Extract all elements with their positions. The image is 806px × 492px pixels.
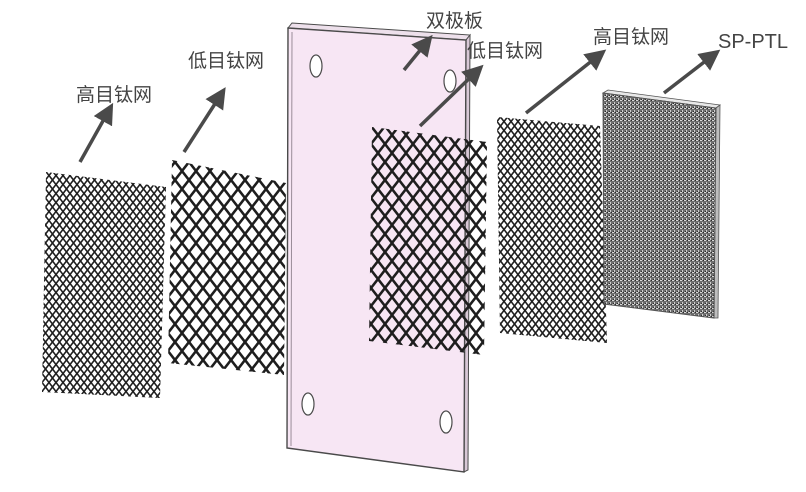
high-mesh-right: [497, 117, 607, 343]
label-high-mesh-left: 高目钛网: [76, 84, 153, 106]
high-mesh-left: [42, 172, 166, 398]
label-sp-ptl: SP-PTL: [718, 31, 789, 53]
label-low-mesh-right: 低目钛网: [467, 40, 544, 62]
arrow-high-mesh-right: [524, 49, 607, 115]
label-low-mesh-left: 低目钛网: [188, 50, 265, 72]
label-high-mesh-right: 高目钛网: [593, 26, 670, 48]
plate-hole-bottom-right: [439, 410, 453, 434]
arrow-high-mesh-left: [78, 102, 114, 163]
plate-hole-top-right: [443, 69, 457, 93]
label-bipolar-plate: 双极板: [426, 10, 484, 32]
arrow-bipolar-plate: [402, 34, 433, 72]
sp-ptl-layer: [601, 89, 722, 319]
arrow-sp-ptl: [662, 49, 721, 95]
arrow-low-mesh-left: [182, 87, 226, 153]
low-mesh-right: [369, 127, 487, 355]
plate-hole-top-left: [309, 54, 323, 78]
plate-hole-bottom-left: [301, 392, 315, 416]
low-mesh-left: [168, 160, 286, 375]
leader-arrows: [78, 34, 721, 163]
arrow-low-mesh-right: [418, 64, 484, 128]
